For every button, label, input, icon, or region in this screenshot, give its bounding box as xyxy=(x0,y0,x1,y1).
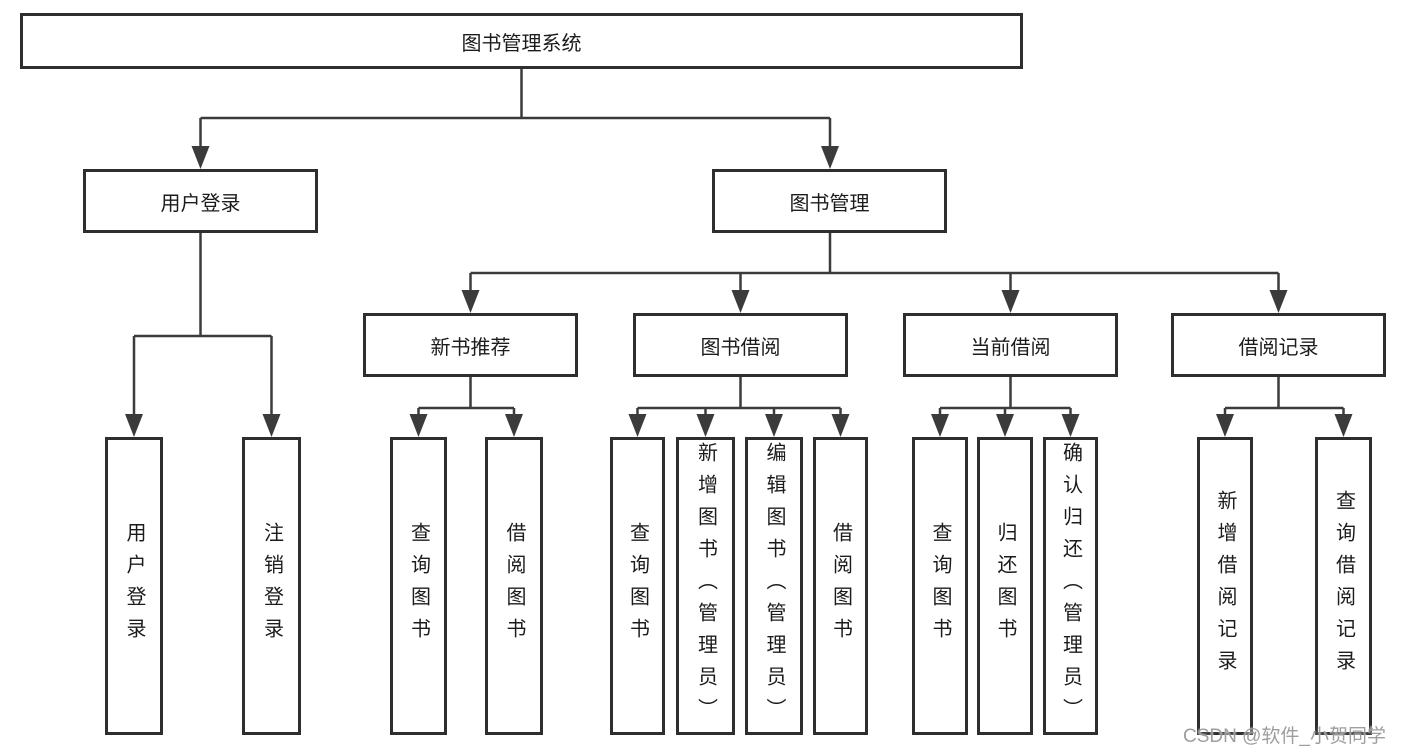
leaf-user-login: 用户登录 xyxy=(105,437,163,735)
leaf-br-query-record-label: 查询借阅记录 xyxy=(1332,490,1355,682)
leaf-bb-query-books: 查询图书 xyxy=(610,437,665,735)
leaf-nb-query-books: 查询图书 xyxy=(390,437,447,735)
leaf-logout: 注销登录 xyxy=(242,437,301,735)
node-new-book-recommend: 新书推荐 xyxy=(363,313,578,377)
leaf-bb-borrow-books: 借阅图书 xyxy=(813,437,868,735)
leaf-br-query-record: 查询借阅记录 xyxy=(1315,437,1372,735)
leaf-cb-confirm-return-admin-label: 确认归还（管理员） xyxy=(1059,442,1082,730)
leaf-bb-edit-books-admin-label: 编辑图书（管理员） xyxy=(763,442,785,730)
node-current-borrow: 当前借阅 xyxy=(903,313,1118,377)
node-root-system: 图书管理系统 xyxy=(20,13,1023,69)
leaf-bb-borrow-books-label: 借阅图书 xyxy=(829,522,852,650)
leaf-cb-return-books: 归还图书 xyxy=(977,437,1033,735)
leaf-cb-query-books: 查询图书 xyxy=(912,437,968,735)
node-book-borrow-label: 图书借阅 xyxy=(700,336,781,359)
leaf-bb-edit-books-admin: 编辑图书（管理员） xyxy=(745,437,803,735)
node-new-book-recommend-label: 新书推荐 xyxy=(430,336,511,359)
leaf-logout-label: 注销登录 xyxy=(260,522,283,650)
node-user-login-branch-label: 用户登录 xyxy=(160,192,241,215)
watermark-text: CSDN @软件_小贺同学 xyxy=(1183,726,1386,747)
node-book-management-label: 图书管理 xyxy=(789,192,870,215)
leaf-bb-add-books-admin-label: 新增图书（管理员） xyxy=(694,442,717,730)
leaf-br-add-record: 新增借阅记录 xyxy=(1197,437,1253,735)
leaf-cb-return-books-label: 归还图书 xyxy=(994,522,1016,650)
leaf-nb-query-books-label: 查询图书 xyxy=(407,522,430,650)
node-borrow-records: 借阅记录 xyxy=(1171,313,1386,377)
node-book-borrow: 图书借阅 xyxy=(633,313,848,377)
node-book-management: 图书管理 xyxy=(712,169,947,233)
node-user-login-branch: 用户登录 xyxy=(83,169,318,233)
node-current-borrow-label: 当前借阅 xyxy=(970,336,1051,359)
node-borrow-records-label: 借阅记录 xyxy=(1238,336,1319,359)
node-root-label: 图书管理系统 xyxy=(461,32,582,55)
leaf-bb-add-books-admin: 新增图书（管理员） xyxy=(676,437,735,735)
leaf-nb-borrow-books: 借阅图书 xyxy=(485,437,543,735)
leaf-cb-confirm-return-admin: 确认归还（管理员） xyxy=(1043,437,1098,735)
leaf-bb-query-books-label: 查询图书 xyxy=(626,522,649,650)
leaf-br-add-record-label: 新增借阅记录 xyxy=(1214,490,1236,682)
leaf-user-login-label: 用户登录 xyxy=(123,522,145,650)
leaf-nb-borrow-books-label: 借阅图书 xyxy=(503,522,525,650)
leaf-cb-query-books-label: 查询图书 xyxy=(929,522,951,650)
